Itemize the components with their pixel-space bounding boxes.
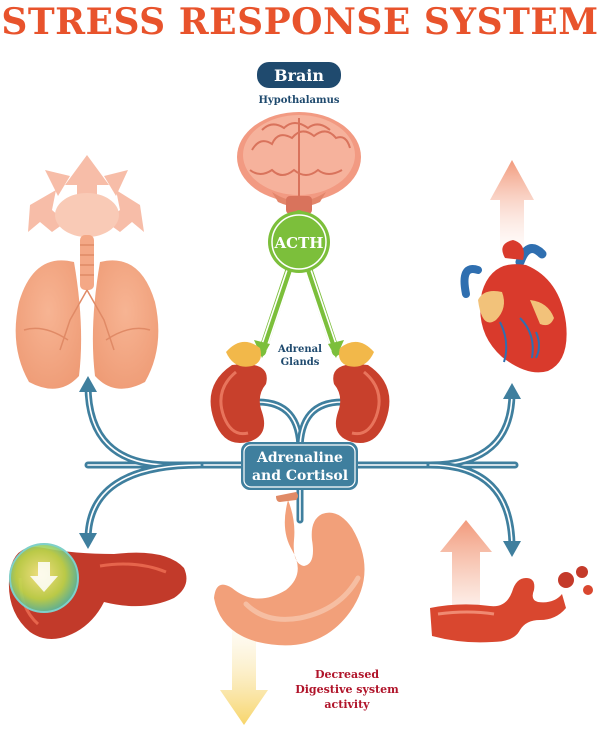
pathway-arrowheads (79, 376, 521, 557)
stomach-node: Decreased Digestive system activity (214, 492, 399, 725)
hormones-node: Adrenaline and Cortisol (241, 442, 358, 490)
hypothalamus-label: Hypothalamus (258, 95, 339, 106)
heart-rate-up-arrow-icon (490, 160, 534, 262)
liver-glucose-icon (9, 543, 79, 613)
diagram-title: STRESS RESPONSE SYSTEM (1, 1, 598, 43)
blood-pressure-up-arrow-icon (440, 520, 492, 620)
blood-vessel-node (430, 520, 593, 643)
heart-node (460, 160, 567, 373)
heart-icon (460, 240, 567, 373)
brain-label-box (257, 62, 341, 88)
kidney-right-icon (333, 341, 390, 444)
hormones-label-line2: and Cortisol (252, 468, 348, 484)
digestion-down-arrow-icon (220, 628, 268, 725)
digestive-label-line1: Decreased (315, 668, 379, 681)
acth-node: ACTH (254, 210, 344, 358)
pathway-lines (84, 381, 519, 552)
liver-node (8, 543, 187, 639)
lungs-node (15, 155, 159, 389)
adrenal-glands-node: Adrenal Glands (210, 341, 390, 444)
digestive-label-line2: Digestive system (295, 683, 399, 696)
adrenal-label-line1: Adrenal (277, 344, 322, 355)
blood-vessel-icon (430, 566, 593, 643)
lungs-icon (15, 235, 159, 389)
hormones-label-box (241, 442, 358, 490)
acth-circle (268, 211, 330, 273)
hormones-label-line1: Adrenaline (256, 450, 343, 466)
digestive-label-line3: activity (324, 698, 370, 711)
kidney-left-icon (210, 341, 267, 444)
stomach-icon (214, 492, 365, 646)
brain-icon (237, 112, 361, 214)
lungs-expand-arrows-icon (28, 155, 144, 237)
brain-node: Brain Hypothalamus (237, 62, 361, 214)
acth-label: ACTH (274, 234, 324, 252)
brain-label: Brain (274, 66, 324, 85)
adrenal-label-line2: Glands (281, 357, 320, 368)
